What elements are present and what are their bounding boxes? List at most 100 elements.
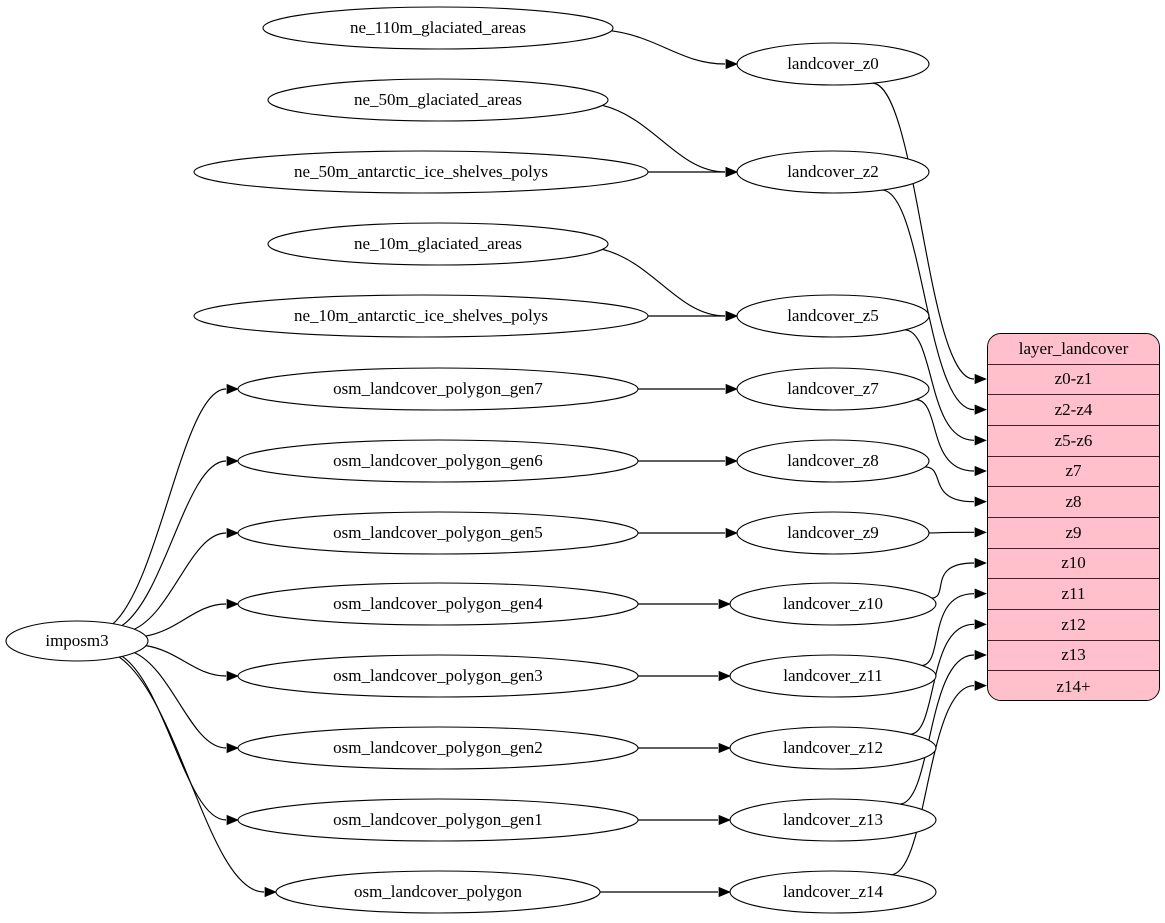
node-ne_110m_glaciated_areas[interactable]: ne_110m_glaciated_areas [262, 6, 614, 50]
node-shape [237, 582, 639, 626]
edge-landcover_z7-to-layer-landcover-z7-arrowhead [974, 465, 987, 477]
edge-ne_110m_glaciated_areas-to-landcover-z0-arrowhead [725, 58, 738, 70]
node-label: landcover_z9 [787, 523, 879, 542]
edge-imposm3-to-osm-landcover-polygon-gen2-arrowhead [226, 742, 239, 754]
node-osm_landcover_polygon_gen7[interactable]: osm_landcover_polygon_gen7 [237, 367, 639, 411]
edge-landcover_z2-to-layer-landcover-z2-z4-arrowhead [974, 404, 987, 415]
node-shape [237, 726, 639, 770]
edge-osm_landcover_polygon_gen3-to-landcover-z11-arrowhead [718, 670, 731, 682]
node-label: landcover_z13 [783, 810, 883, 829]
node-ne_50m_antarctic_ice_shelves_polys[interactable]: ne_50m_antarctic_ice_shelves_polys [193, 150, 649, 194]
node-label: landcover_z2 [787, 162, 879, 181]
node-imposm3[interactable]: imposm3 [5, 620, 149, 662]
node-landcover_z0[interactable]: landcover_z0 [736, 42, 930, 86]
edge-landcover_z10-to-layer-landcover-z10-arrowhead [974, 557, 987, 569]
edge-imposm3-to-osm-landcover-polygon-arrowhead [264, 886, 277, 898]
node-shape [729, 582, 937, 626]
edge-osm_landcover_polygon_gen7-to-landcover-z7-arrowhead [725, 383, 738, 395]
node-osm_landcover_polygon_gen5[interactable]: osm_landcover_polygon_gen5 [237, 511, 639, 555]
edge-landcover_z7-to-layer-landcover-z7 [915, 398, 975, 472]
node-landcover_z13[interactable]: landcover_z13 [729, 798, 937, 842]
node-osm_landcover_polygon_gen1[interactable]: osm_landcover_polygon_gen1 [237, 798, 639, 842]
node-label: osm_landcover_polygon_gen6 [333, 451, 543, 470]
node-shape [237, 798, 639, 842]
edge-landcover_z5-to-layer-landcover-z5-z6-arrowhead [974, 435, 987, 446]
node-landcover_z7[interactable]: landcover_z7 [736, 367, 930, 411]
node-label: osm_landcover_polygon_gen7 [333, 379, 543, 398]
edge-landcover_z14-to-layer-landcover-z14- [890, 685, 975, 876]
node-osm_landcover_polygon_gen3[interactable]: osm_landcover_polygon_gen3 [237, 654, 639, 698]
edge-landcover_z2-to-layer-landcover-z2-z4 [881, 189, 975, 411]
node-landcover_z12[interactable]: landcover_z12 [729, 726, 937, 770]
record-row-z2-z4[interactable]: z2-z4 [988, 395, 1159, 426]
node-ne_10m_glaciated_areas[interactable]: ne_10m_glaciated_areas [267, 222, 609, 266]
edge-landcover_z9-to-layer-landcover-z9 [927, 531, 975, 534]
node-osm_landcover_polygon_gen4[interactable]: osm_landcover_polygon_gen4 [237, 582, 639, 626]
edge-ne_50m_antarctic_ice_shelves_polys-to-landcover-z2-arrowhead [725, 166, 738, 178]
node-landcover_z11[interactable]: landcover_z11 [729, 654, 937, 698]
node-ne_10m_antarctic_ice_shelves_polys[interactable]: ne_10m_antarctic_ice_shelves_polys [193, 294, 649, 338]
edge-imposm3-to-osm-landcover-polygon-gen5-arrowhead [226, 527, 239, 539]
edge-osm_landcover_polygon-to-landcover-z14-arrowhead [718, 886, 731, 898]
node-landcover_z2[interactable]: landcover_z2 [736, 150, 930, 194]
edge-ne_110m_glaciated_areas-to-landcover-z0 [609, 30, 726, 65]
node-osm_landcover_polygon[interactable]: osm_landcover_polygon [275, 870, 601, 914]
edge-landcover_z13-to-layer-landcover-z13-arrowhead [974, 649, 987, 661]
edge-imposm3-to-osm-landcover-polygon-gen7 [112, 388, 227, 625]
node-shape [5, 620, 149, 662]
node-shape [736, 511, 930, 555]
node-shape [237, 654, 639, 698]
node-shape [729, 870, 937, 914]
node-landcover_z9[interactable]: landcover_z9 [736, 511, 930, 555]
edge-imposm3-to-osm-landcover-polygon-gen4-arrowhead [226, 598, 239, 610]
node-label: osm_landcover_polygon [354, 882, 523, 901]
edge-ne_10m_antarctic_ice_shelves_polys-to-landcover-z5-arrowhead [725, 310, 738, 322]
record-row-z8[interactable]: z8 [988, 487, 1159, 518]
node-label: osm_landcover_polygon_gen3 [333, 666, 543, 685]
node-osm_landcover_polygon_gen6[interactable]: osm_landcover_polygon_gen6 [237, 439, 639, 483]
node-label: ne_10m_glaciated_areas [354, 234, 522, 253]
node-label: osm_landcover_polygon_gen5 [333, 523, 543, 542]
node-label: landcover_z8 [787, 451, 879, 470]
node-label: ne_50m_glaciated_areas [354, 90, 522, 109]
node-landcover_z14[interactable]: landcover_z14 [729, 870, 937, 914]
edge-osm_landcover_polygon_gen1-to-landcover-z13-arrowhead [718, 814, 731, 826]
node-label: landcover_z11 [783, 666, 882, 685]
node-landcover_z5[interactable]: landcover_z5 [736, 294, 930, 338]
edge-osm_landcover_polygon_gen5-to-landcover-z9-arrowhead [725, 527, 738, 539]
edge-landcover_z9-to-layer-landcover-z9-arrowhead [974, 527, 987, 538]
node-osm_landcover_polygon_gen2[interactable]: osm_landcover_polygon_gen2 [237, 726, 639, 770]
node-shape [729, 798, 937, 842]
node-landcover_z8[interactable]: landcover_z8 [736, 439, 930, 483]
edge-imposm3-to-osm-landcover-polygon-gen3 [145, 644, 227, 677]
record-row-z13[interactable]: z13 [988, 640, 1159, 672]
node-landcover_z10[interactable]: landcover_z10 [729, 582, 937, 626]
node-ne_50m_glaciated_areas[interactable]: ne_50m_glaciated_areas [267, 78, 609, 122]
record-row-z0-z1[interactable]: z0-z1 [988, 364, 1159, 396]
node-shape [275, 870, 601, 914]
edge-imposm3-to-osm-landcover-polygon-gen4 [145, 603, 227, 637]
node-shape [262, 6, 614, 50]
record-row-z9[interactable]: z9 [988, 517, 1159, 549]
node-shape [193, 150, 649, 194]
node-shape [736, 150, 930, 194]
record-row-z11[interactable]: z11 [988, 579, 1159, 610]
edge-landcover_z14-to-layer-landcover-z14--arrowhead [974, 680, 987, 691]
edge-ne_50m_glaciated_areas-to-landcover-z2 [601, 104, 726, 173]
node-label: ne_50m_antarctic_ice_shelves_polys [294, 162, 548, 181]
node-shape [729, 726, 937, 770]
edge-landcover_z8-to-layer-landcover-z8 [924, 466, 975, 503]
record-row-z7[interactable]: z7 [988, 456, 1159, 488]
node-label: landcover_z10 [783, 594, 883, 613]
node-label: imposm3 [45, 631, 108, 650]
node-shape [237, 511, 639, 555]
node-label: landcover_z7 [787, 379, 879, 398]
record-row-z5-z6[interactable]: z5-z6 [988, 425, 1159, 457]
record-row-z14-[interactable]: z14+ [988, 671, 1159, 700]
edge-imposm3-to-osm-landcover-polygon-gen6 [121, 460, 227, 627]
record-row-z10[interactable]: z10 [988, 548, 1159, 580]
record-row-z12[interactable]: z12 [988, 609, 1159, 641]
